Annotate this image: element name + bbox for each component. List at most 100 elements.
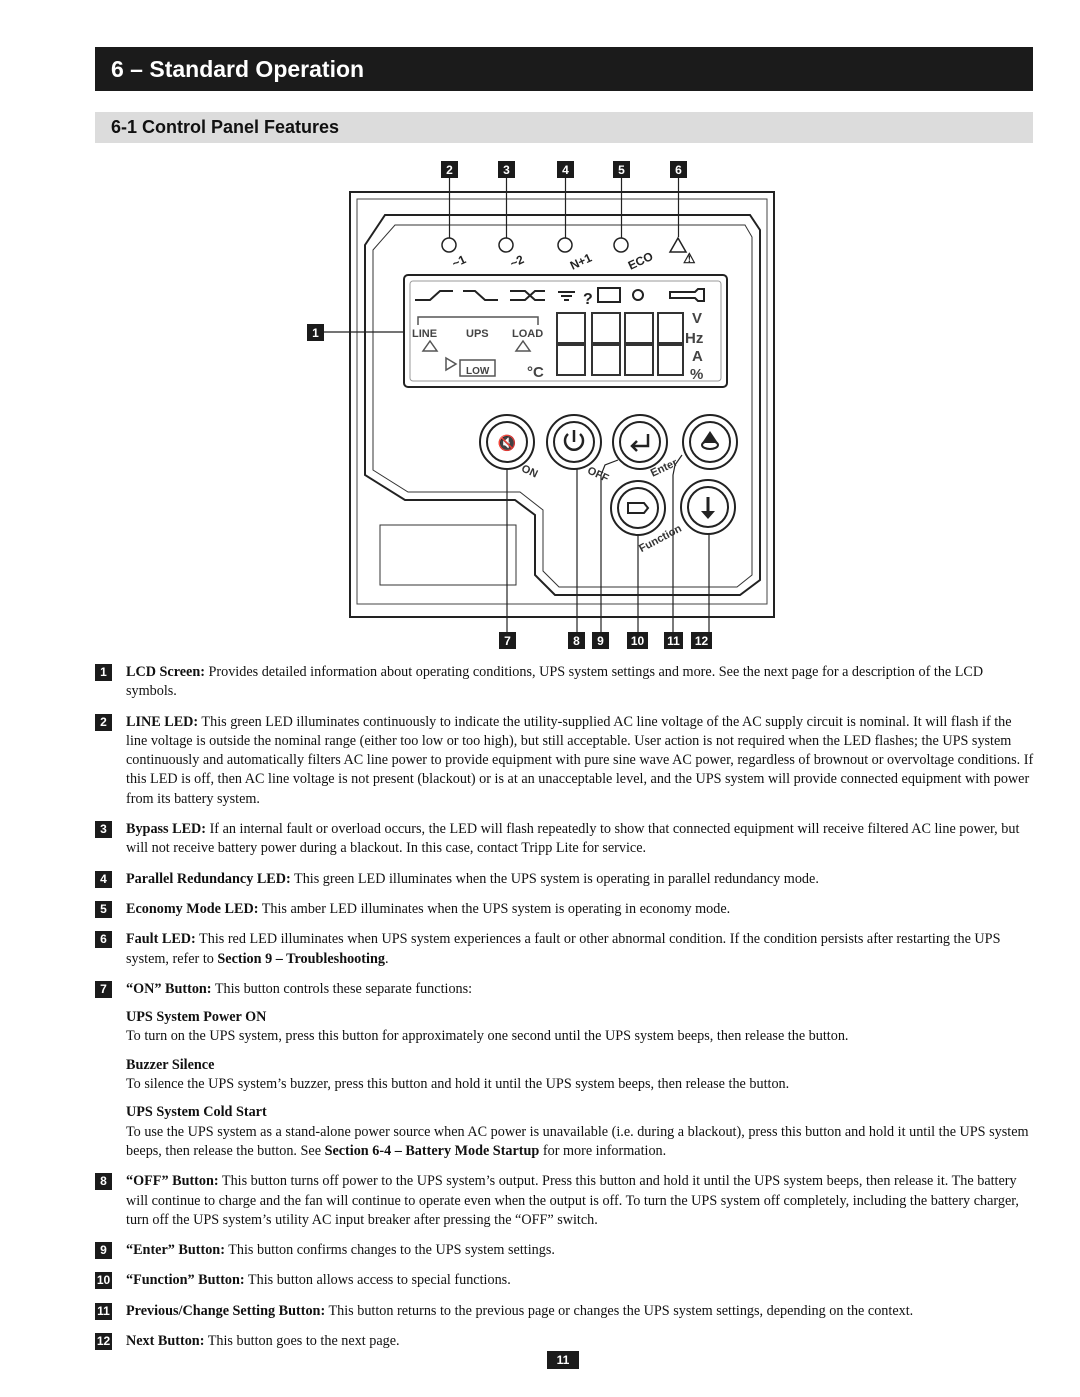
sub-heading: UPS System Power ON: [126, 1009, 267, 1026]
callout-11: 11: [664, 632, 683, 649]
svg-text:~1: ~1: [450, 252, 469, 271]
item-title: LCD Screen:: [126, 664, 205, 680]
svg-text:3: 3: [503, 163, 510, 177]
item-text: This button controls these separate func…: [211, 980, 473, 997]
svg-text:6: 6: [675, 163, 682, 177]
svg-text:~2: ~2: [508, 252, 527, 271]
item-title: “ON” Button:: [126, 980, 212, 997]
svg-text:%: %: [690, 366, 703, 383]
previous-change-button[interactable]: [682, 414, 738, 470]
svg-text:?: ?: [583, 291, 593, 308]
list-item: 9 “Enter” Button: This button confirms c…: [95, 1241, 1035, 1260]
lcd-digits: [556, 312, 684, 376]
svg-text:OFF: OFF: [585, 465, 610, 485]
item-text: This green LED illuminates when the UPS …: [290, 870, 819, 887]
item-text: This green LED illuminates continuously …: [126, 713, 1034, 807]
item-number: 8: [95, 1173, 112, 1191]
callout-4: 4: [557, 161, 574, 178]
control-panel-diagram: 2 3 4 5 6 1 7 8 9 10 11 12 ~1 ~2 N+1 ECO…: [307, 161, 775, 649]
svg-text:9: 9: [597, 634, 604, 648]
section-reference: Section 6-4 – Battery Mode Startup: [324, 1142, 540, 1159]
svg-text:A: A: [692, 348, 703, 365]
svg-text:12: 12: [695, 634, 709, 648]
svg-text:4: 4: [562, 163, 569, 177]
list-item: 3 Bypass LED: If an internal fault or ov…: [95, 820, 1035, 859]
svg-text:LINE: LINE: [412, 328, 437, 340]
function-button[interactable]: [610, 480, 666, 536]
item-title: “Function” Button:: [126, 1272, 245, 1289]
fault-led-icon: [668, 236, 688, 253]
item-title: Previous/Change Setting Button:: [126, 1302, 326, 1319]
svg-text:N+1: N+1: [568, 250, 594, 272]
svg-text:Hz: Hz: [685, 330, 703, 347]
list-item: 1 LCD Screen: Provides detailed informat…: [95, 663, 1035, 702]
item-text: This button goes to the next page.: [204, 1333, 400, 1350]
item-number: 5: [95, 900, 112, 918]
item-text: Provides detailed information about oper…: [126, 664, 984, 700]
item-title: Next Button:: [126, 1333, 205, 1350]
item-title: Fault LED:: [126, 931, 196, 948]
enter-button[interactable]: [612, 414, 668, 470]
on-button[interactable]: 🔇: [479, 414, 535, 470]
list-item: 11 Previous/Change Setting Button: This …: [95, 1302, 1035, 1321]
item-number: 6: [95, 931, 112, 949]
item-text: This button turns off power to the UPS s…: [126, 1173, 1019, 1228]
sub-text: To silence the UPS system’s buzzer, pres…: [126, 1076, 790, 1093]
parallel-led: [557, 237, 573, 253]
svg-text:ECO: ECO: [626, 249, 655, 273]
sub-heading: UPS System Cold Start: [126, 1104, 267, 1121]
feature-descriptions: 1 LCD Screen: Provides detailed informat…: [95, 663, 1035, 1362]
callout-10: 10: [627, 632, 648, 649]
list-item: 2 LINE LED: This green LED illuminates c…: [95, 713, 1035, 809]
callout-2: 2: [441, 161, 458, 178]
list-item: 4 Parallel Redundancy LED: This green LE…: [95, 870, 1035, 889]
svg-text:10: 10: [631, 634, 645, 648]
svg-text:5: 5: [618, 163, 625, 177]
svg-text:1: 1: [312, 326, 319, 340]
page-number: 11: [547, 1351, 579, 1369]
item-text: If an internal fault or overload occurs,…: [126, 821, 1020, 857]
svg-text:7: 7: [504, 634, 511, 648]
off-button[interactable]: [546, 414, 602, 470]
callout-12: 12: [691, 632, 712, 649]
subsection-title: 6-1 Control Panel Features: [95, 112, 1033, 143]
callout-7: 7: [499, 632, 516, 649]
callout-1: 1: [307, 324, 324, 341]
bypass-led: [498, 237, 514, 253]
callout-3: 3: [498, 161, 515, 178]
list-item: 6 Fault LED: This red LED illuminates wh…: [95, 930, 1035, 969]
item-title: Bypass LED:: [126, 821, 207, 838]
sub-heading: Buzzer Silence: [126, 1056, 215, 1073]
next-button[interactable]: [680, 479, 736, 535]
callout-5: 5: [613, 161, 630, 178]
list-item: 8 “OFF” Button: This button turns off po…: [95, 1172, 1035, 1230]
sub-text: To turn on the UPS system, press this bu…: [126, 1028, 849, 1045]
eco-led: [613, 237, 629, 253]
svg-text:LOAD: LOAD: [512, 328, 543, 340]
callout-9: 9: [592, 632, 609, 649]
svg-text:8: 8: [573, 634, 580, 648]
item-title: “OFF” Button:: [126, 1173, 219, 1190]
svg-text:UPS: UPS: [466, 328, 489, 340]
svg-text:⚠: ⚠: [683, 250, 696, 266]
item-title: “Enter” Button:: [126, 1242, 225, 1259]
list-item: 5 Economy Mode LED: This amber LED illum…: [95, 900, 1035, 919]
item-text: This button allows access to special fun…: [244, 1272, 511, 1289]
item-number: 7: [95, 980, 112, 998]
svg-text:LOW: LOW: [466, 366, 490, 377]
item-title: Economy Mode LED:: [126, 900, 259, 917]
list-item: 12 Next Button: This button goes to the …: [95, 1332, 1035, 1351]
item-number: 9: [95, 1242, 112, 1260]
section-title: 6 – Standard Operation: [95, 47, 1033, 91]
callout-6: 6: [670, 161, 687, 178]
item-text: This red LED illuminates when UPS system…: [126, 931, 1001, 967]
item-number: 3: [95, 821, 112, 839]
item-title: LINE LED:: [126, 713, 199, 730]
item-text: This amber LED illuminates when the UPS …: [258, 900, 731, 917]
item-number: 11: [95, 1302, 112, 1320]
item-number: 12: [95, 1333, 112, 1351]
sub-text: To use the UPS system as a stand-alone p…: [126, 1123, 1029, 1159]
item-title: Parallel Redundancy LED:: [126, 870, 291, 887]
line-led: [441, 237, 457, 253]
svg-text:V: V: [692, 310, 702, 327]
